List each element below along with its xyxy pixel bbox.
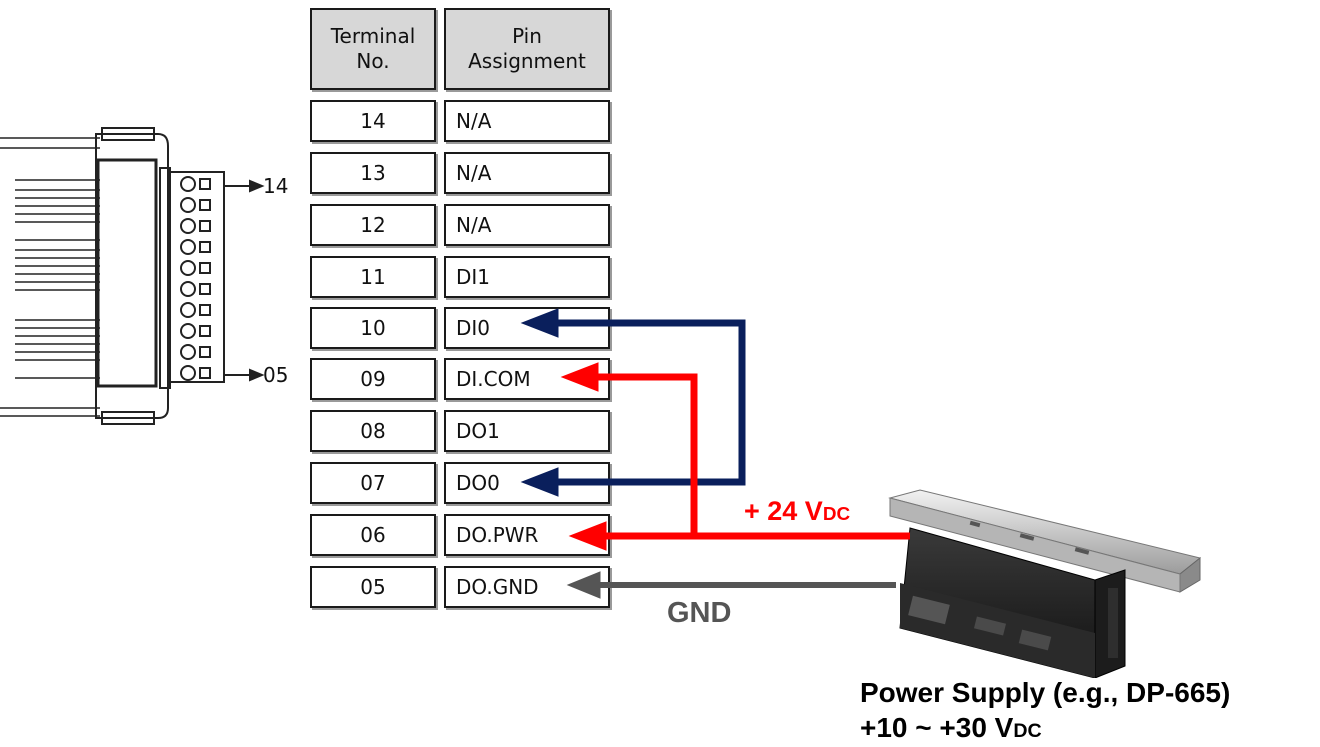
terminal-hole	[180, 281, 196, 297]
terminal-hole	[180, 260, 196, 276]
pin-cell: N/A	[444, 100, 610, 142]
terminal-screw	[199, 367, 211, 379]
terminal-cell: 14	[310, 100, 436, 142]
terminal-cell: 07	[310, 462, 436, 504]
terminal-cell: 12	[310, 204, 436, 246]
power-supply-range-main: +10 ~ +30 V	[860, 712, 1014, 743]
connector-drawing	[0, 127, 265, 425]
header-pin-assignment: Pin Assignment	[444, 8, 610, 90]
terminal-hole	[180, 197, 196, 213]
vdc-label: + 24 VDC	[744, 496, 850, 527]
terminal-cell: 06	[310, 514, 436, 556]
terminal-hole	[180, 239, 196, 255]
signal-wire	[520, 308, 746, 497]
header-terminal-line2: No.	[356, 49, 390, 73]
pin-cell: N/A	[444, 152, 610, 194]
terminal-cell: 09	[310, 358, 436, 400]
header-pin-line1: Pin	[512, 24, 542, 48]
terminal-cell: 13	[310, 152, 436, 194]
terminal-hole	[180, 302, 196, 318]
terminal-screw	[199, 262, 211, 274]
power-supply-range: +10 ~ +30 VDC	[860, 712, 1042, 744]
header-terminal-no: Terminal No.	[310, 8, 436, 90]
terminal-screw	[199, 178, 211, 190]
vdc-label-main: + 24 V	[744, 496, 823, 526]
vdc-label-sub: DC	[822, 504, 851, 525]
power-supply-image	[888, 489, 1202, 678]
connector-bottom-label: 05	[263, 363, 289, 387]
pin-cell: DI0	[444, 307, 610, 349]
pin-cell: DI1	[444, 256, 610, 298]
terminal-screw	[199, 220, 211, 232]
terminal-cell: 05	[310, 566, 436, 608]
power-supply-range-sub: DC	[1013, 720, 1042, 742]
terminal-hole	[180, 218, 196, 234]
terminal-screw	[199, 283, 211, 295]
terminal-screw	[199, 199, 211, 211]
pin-cell: DO1	[444, 410, 610, 452]
terminal-cell: 08	[310, 410, 436, 452]
gnd-label: GND	[667, 597, 732, 629]
pin-cell: N/A	[444, 204, 610, 246]
terminal-screw	[199, 325, 211, 337]
power-supply-name: Power Supply (e.g., DP-665)	[860, 677, 1231, 708]
terminal-screw	[199, 304, 211, 316]
ground-wire	[566, 571, 896, 599]
terminal-hole	[180, 323, 196, 339]
header-pin-line2: Assignment	[468, 49, 586, 73]
terminal-screw	[199, 346, 211, 358]
terminal-screw	[199, 241, 211, 253]
terminal-hole	[180, 344, 196, 360]
terminal-cell: 11	[310, 256, 436, 298]
terminal-cell: 10	[310, 307, 436, 349]
connector-top-label: 14	[263, 174, 289, 198]
terminal-hole	[180, 365, 196, 381]
header-terminal-line1: Terminal	[330, 24, 416, 48]
positive-wire	[560, 362, 910, 551]
terminal-hole	[180, 176, 196, 192]
